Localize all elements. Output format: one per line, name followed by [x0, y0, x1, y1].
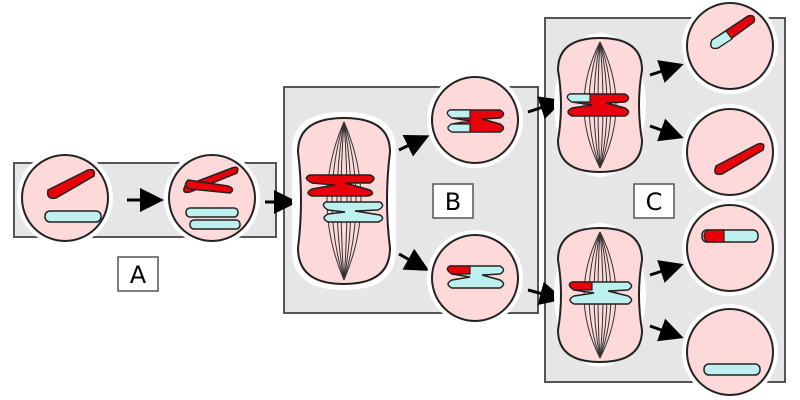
gamete-4 — [682, 304, 778, 400]
arrow — [649, 260, 684, 283]
chromosome-blue-pair — [322, 201, 384, 223]
arrow — [398, 248, 430, 271]
arrow — [649, 118, 684, 142]
arrow — [649, 60, 684, 83]
arrow — [649, 318, 684, 342]
chromosome-blue-segment — [446, 109, 471, 119]
label-c-box: C — [633, 183, 675, 219]
gamete-2 — [682, 104, 778, 200]
chromatid-red-2 — [184, 179, 234, 194]
label-b-box: B — [432, 183, 474, 219]
chromosome-blue — [44, 210, 102, 223]
cell-interphase — [17, 150, 113, 246]
spindle-cell — [296, 116, 392, 286]
label-c: C — [646, 188, 663, 216]
cell-meiosis-i — [292, 112, 396, 290]
cell-daughter-top — [427, 72, 523, 168]
chromosome-blue-segment — [566, 93, 591, 103]
chromatid-blue-2 — [189, 219, 241, 230]
gamete-3 — [682, 200, 778, 296]
label-a: A — [130, 261, 147, 289]
gamete-1 — [682, 0, 778, 94]
chromosome-red-pair — [305, 174, 375, 197]
label-b: B — [445, 188, 461, 216]
cell-duplicated — [164, 150, 260, 246]
arrow — [527, 96, 564, 120]
cell-meiosis-ii-bottom — [554, 223, 646, 367]
cell-daughter-bottom — [427, 230, 523, 326]
chromosome-red-segment — [446, 265, 471, 275]
spindle-fibers — [326, 121, 362, 281]
chromosome-blue-segment — [447, 123, 471, 133]
label-a-box: A — [117, 256, 159, 292]
chromatid-blue-1 — [185, 207, 239, 218]
cell-meiosis-ii-top — [554, 33, 646, 177]
arrow — [527, 281, 564, 305]
chromosome-red-segment — [568, 281, 593, 291]
arrow — [398, 134, 430, 157]
chromosome-red — [46, 168, 96, 200]
